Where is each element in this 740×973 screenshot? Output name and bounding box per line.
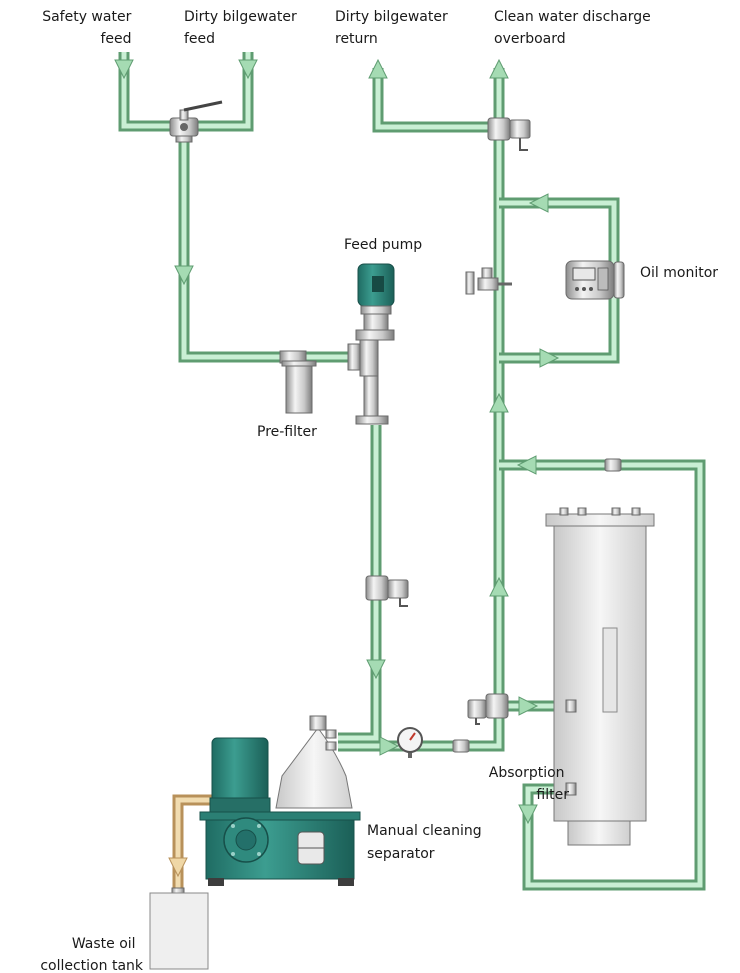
absorption-filter — [545, 507, 655, 846]
fittings — [452, 458, 622, 753]
label-dirty-bilgewater-return: Dirty bilgewater return — [335, 9, 452, 47]
label-safety-water-feed: Safety water feed — [42, 9, 136, 47]
label-waste-oil-collection-tank: Waste oil collection tank — [40, 936, 144, 973]
pressure-gauge — [397, 727, 423, 758]
filter-bypass-valve — [467, 693, 509, 725]
pre-filter — [279, 350, 317, 414]
labels: Safety water feed Dirty bilgewater feed … — [40, 9, 718, 973]
flow-arrows — [114, 58, 560, 878]
label-pre-filter: Pre-filter — [257, 424, 317, 440]
label-feed-pump: Feed pump — [344, 237, 422, 253]
oil-monitor — [565, 260, 625, 300]
label-manual-cleaning-separator: Manual cleaning separator — [367, 823, 486, 862]
feed-pump — [347, 263, 395, 425]
label-clean-water-discharge: Clean water discharge overboard — [494, 9, 655, 47]
label-dirty-bilgewater-feed: Dirty bilgewater feed — [184, 9, 301, 47]
discharge-valve — [487, 117, 531, 151]
sampling-valve — [465, 267, 512, 295]
waste-oil-collection-tank — [149, 887, 209, 970]
three-way-valve — [169, 100, 223, 143]
label-oil-monitor: Oil monitor — [640, 265, 718, 281]
manual-cleaning-separator — [199, 715, 361, 886]
label-absorption-filter: Absorption filter — [489, 765, 569, 803]
pump-discharge-valve — [365, 575, 409, 607]
